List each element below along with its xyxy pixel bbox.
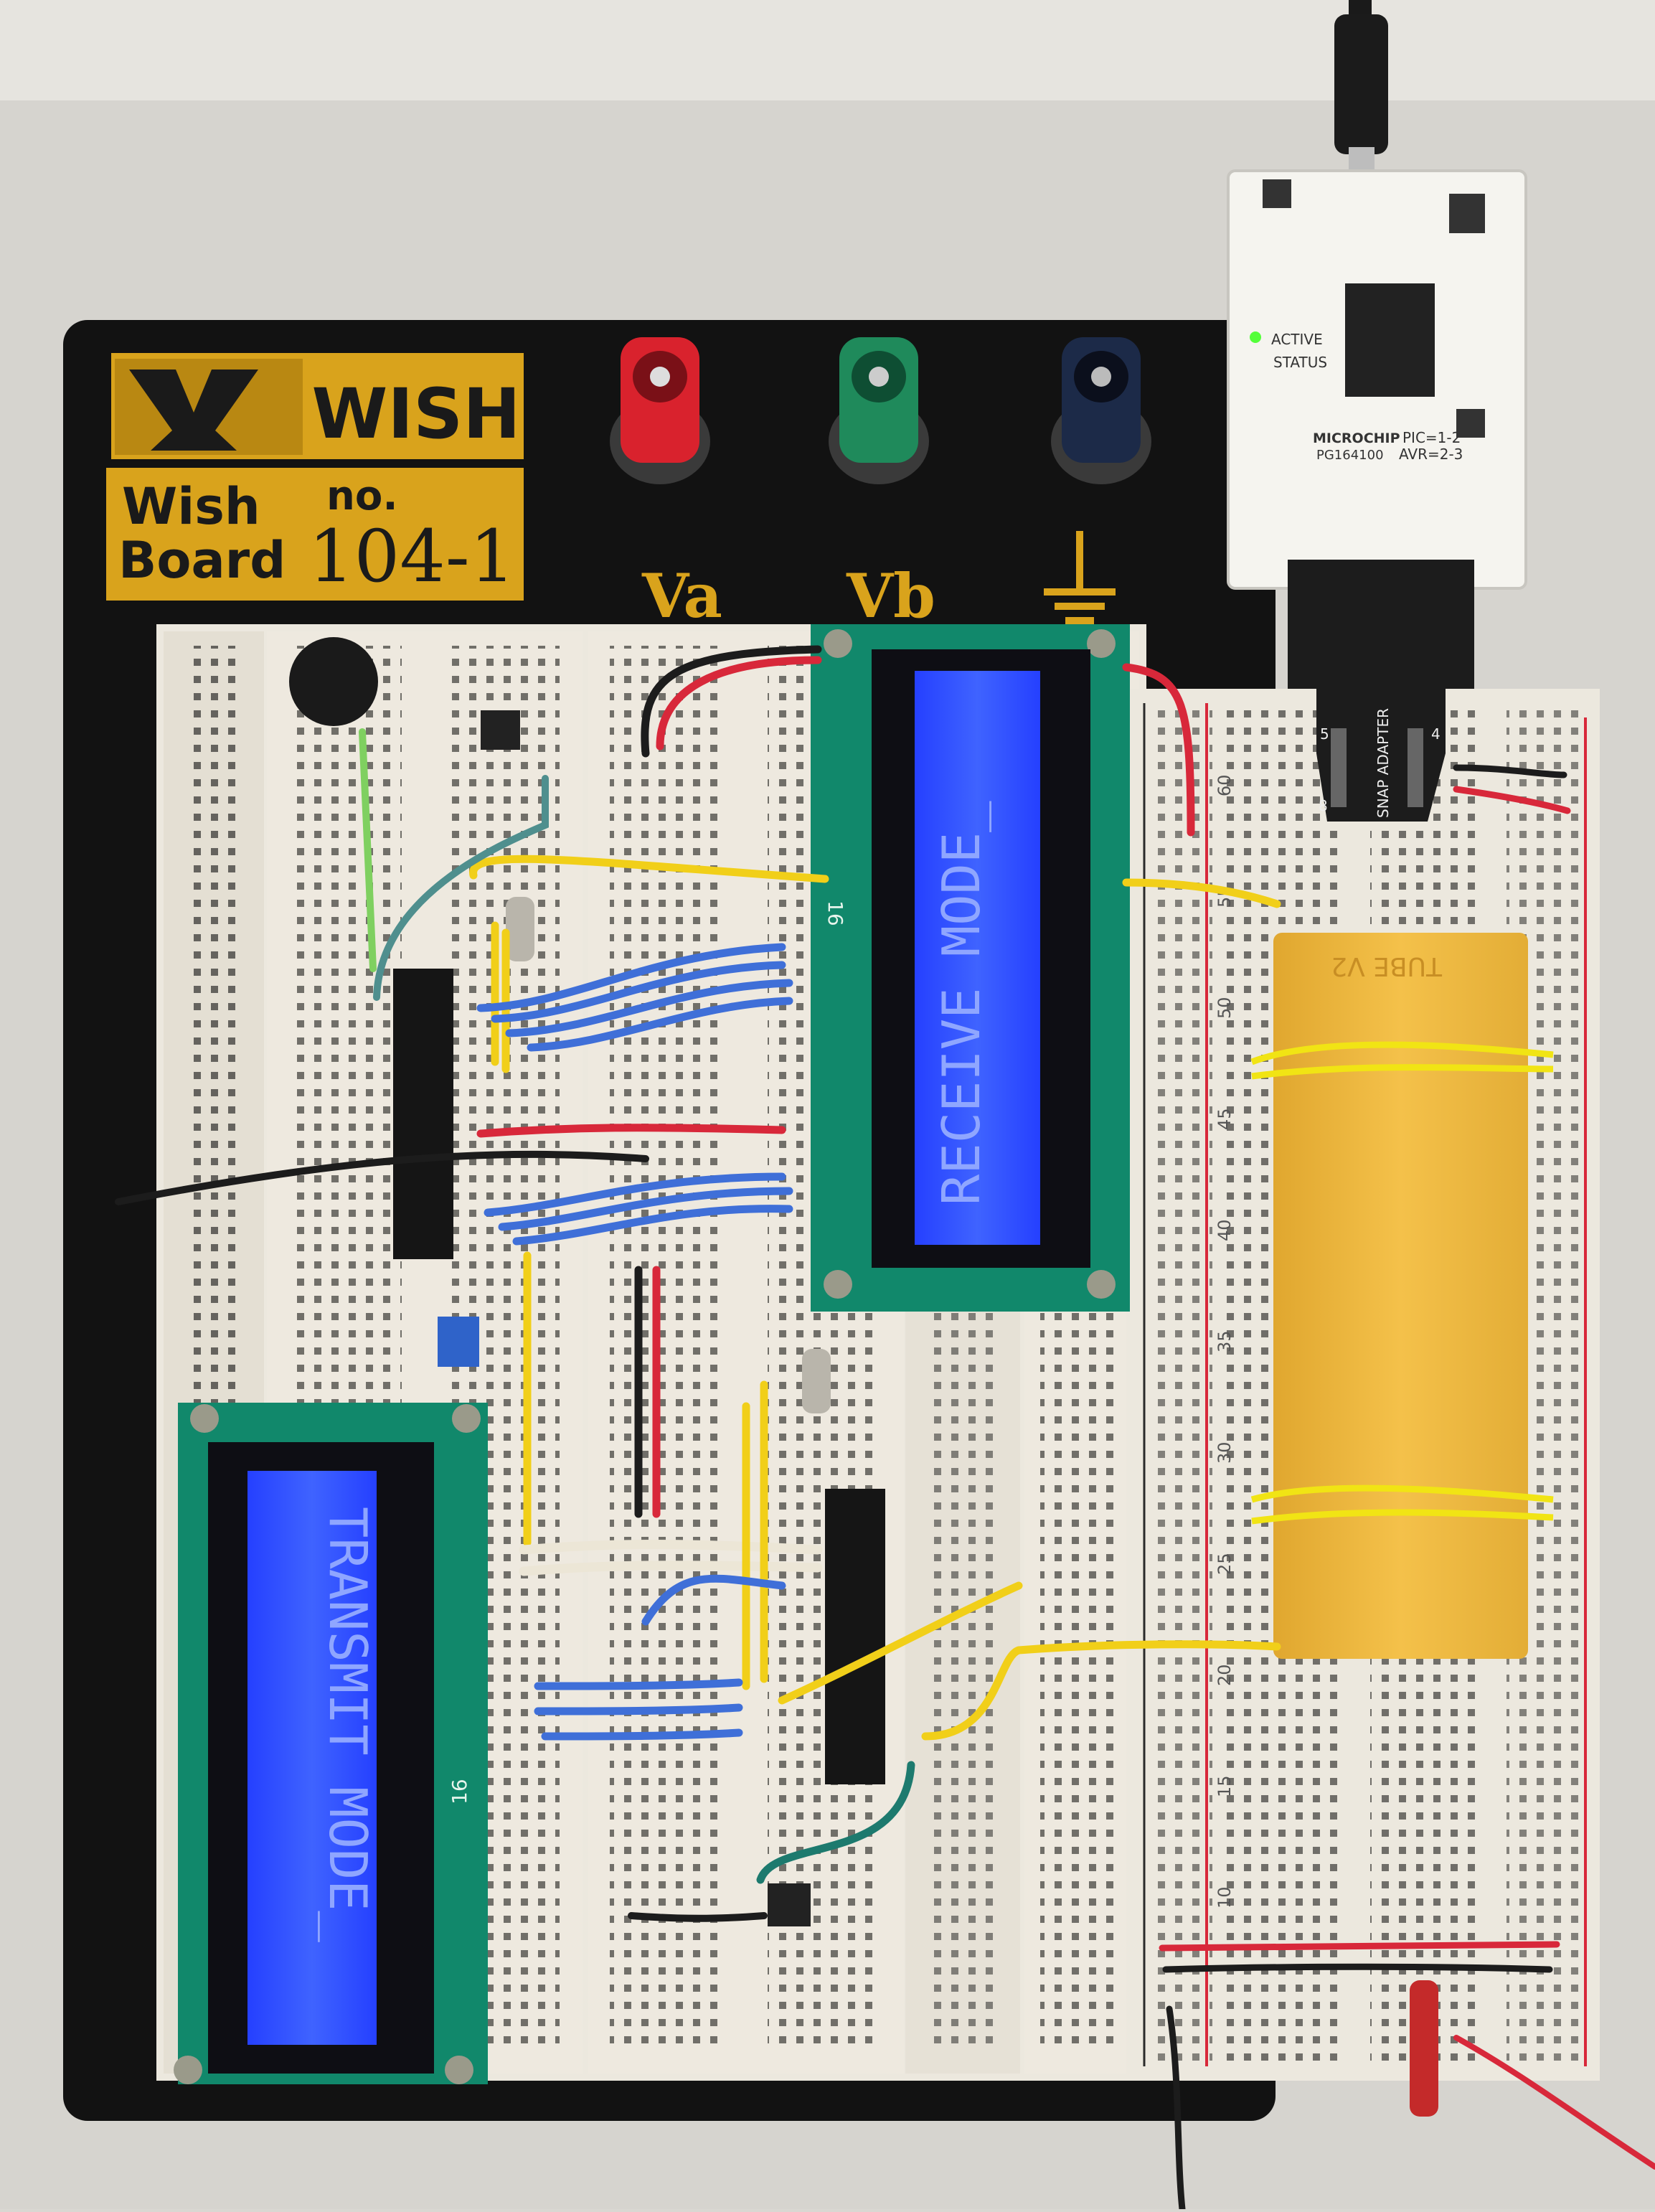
binding-post-red[interactable] — [610, 337, 710, 484]
push-button-upper[interactable] — [481, 710, 520, 750]
wires — [115, 645, 1655, 2212]
electrolytic-capacitor — [1410, 1980, 1438, 2117]
ground-symbol-icon — [1044, 531, 1116, 624]
adapter-label: SNAP ADAPTER — [1375, 708, 1392, 818]
status-label: STATUS — [1273, 354, 1327, 371]
active-led-icon — [1250, 331, 1261, 343]
logo-word: WISH — [311, 374, 520, 454]
pic-label: PIC=1-2 — [1402, 429, 1461, 446]
adapter-pin-left: 5 — [1320, 725, 1329, 743]
row-number: 25 — [1215, 1553, 1235, 1575]
adapter-pin-bottom: 8 — [1319, 797, 1328, 814]
terminal-label-vb: Vb — [846, 560, 935, 631]
row-number: 20 — [1215, 1664, 1235, 1686]
push-button-lower[interactable] — [768, 1883, 811, 1926]
active-label: ACTIVE — [1271, 331, 1323, 348]
lcd-transmit-screen — [247, 1471, 377, 2045]
snap-adapter: 5 4 8 SNAP ADAPTER — [1288, 560, 1474, 822]
row-number: 35 — [1215, 1330, 1235, 1352]
crystal-lower — [802, 1349, 831, 1413]
avr-label: AVR=2-3 — [1399, 446, 1463, 463]
ic-chip-lower — [825, 1489, 885, 1784]
table-highlight — [0, 0, 1655, 100]
board-name-line1: Wish — [122, 477, 260, 536]
lcd-transmit: TRANSMIT MODE_ 16 — [174, 1403, 488, 2084]
row-number: 45 — [1215, 1108, 1235, 1130]
row-number: 10 — [1215, 1886, 1235, 1909]
model-prefix: no. — [326, 473, 398, 519]
programmer-model: PG164100 — [1316, 448, 1384, 463]
usb-cable — [1334, 0, 1388, 179]
lcd-receive-text: RECEIVE MODE_ — [931, 801, 991, 1205]
row-number: 50 — [1215, 997, 1235, 1019]
lcd-transmit-pin-label: 16 — [448, 1779, 471, 1804]
mcu-chip — [1345, 283, 1435, 397]
ic-chip-upper — [393, 969, 453, 1259]
lcd-transmit-text: TRANSMIT MODE_ — [318, 1507, 378, 1943]
terminal-label-va: Va — [641, 560, 722, 631]
crystal-upper — [506, 897, 534, 961]
buzzer — [289, 637, 378, 726]
binding-post-green[interactable] — [829, 337, 929, 484]
battery-tube-label: TUBE V2 — [1331, 951, 1443, 981]
wish-logo-plate: WISH Wish Board no. 104-1 — [106, 353, 524, 601]
lcd-receive-screen — [915, 671, 1040, 1245]
row-numbers: 60 55 50 45 40 35 30 25 20 15 10 — [1215, 774, 1235, 1909]
programmer-brand: MICROCHIP — [1313, 430, 1400, 446]
binding-post-black[interactable] — [1051, 337, 1151, 484]
lcd-receive-pin-label: 16 — [824, 900, 847, 926]
adapter-pin-right: 4 — [1431, 725, 1441, 743]
row-number: 15 — [1215, 1775, 1235, 1797]
board-name-line2: Board — [118, 531, 286, 590]
potentiometer[interactable] — [438, 1317, 479, 1367]
battery-tube: TUBE V2 — [1250, 933, 1554, 1659]
row-number: 60 — [1215, 774, 1235, 796]
lcd-receive: RECEIVE MODE_ 16 — [811, 624, 1130, 1312]
wish-emblem-icon — [129, 370, 258, 451]
row-number: 30 — [1215, 1441, 1235, 1464]
snap-programmer[interactable]: ACTIVE STATUS MICROCHIP PG164100 PIC=1-2… — [1227, 169, 1527, 590]
row-number: 40 — [1215, 1219, 1235, 1241]
model-number: 104-1 — [308, 514, 515, 598]
